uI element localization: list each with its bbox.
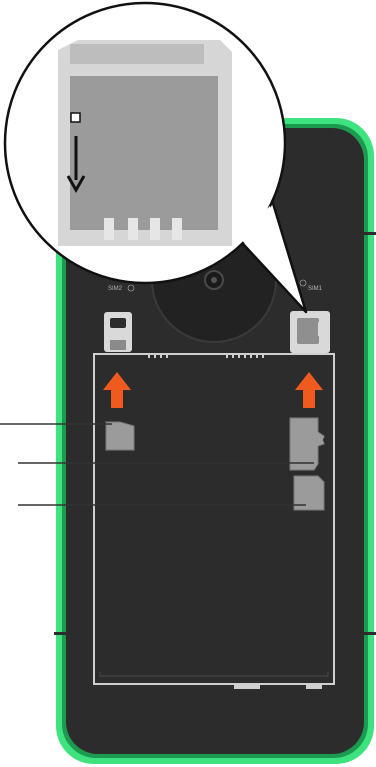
sim1-slot-marker	[299, 279, 307, 287]
lock-square-icon	[70, 112, 81, 123]
camera-lens-center	[211, 277, 217, 283]
sim1-slot-card	[297, 318, 319, 344]
sim1-slot-label: SIM1	[308, 286, 323, 292]
microsd-card-icon	[289, 417, 325, 471]
callout-leaders	[0, 423, 314, 506]
microsd-card-notch	[323, 437, 329, 443]
arrow-up-icon	[103, 372, 131, 408]
battery-compartment	[93, 353, 335, 689]
battery-latch-right	[306, 684, 322, 689]
zoomed-contacts	[104, 218, 182, 240]
sim1-slot-notch	[318, 322, 326, 336]
sim1-slot	[290, 311, 330, 353]
side-button-right-bottom	[362, 632, 376, 635]
battery-latch-left	[234, 684, 260, 689]
zoomed-slot-mouth	[70, 44, 204, 64]
sim2-slot	[104, 312, 132, 352]
battery-outline	[93, 353, 335, 685]
compartment-inner-ledge	[99, 672, 329, 677]
battery-contacts	[148, 355, 264, 358]
arrow-down-icon-head	[66, 175, 86, 194]
side-button-right-top	[364, 232, 376, 235]
sim2-slot-opening	[110, 318, 126, 328]
arrow-up-icon	[295, 372, 323, 408]
sim2-slot-label: SIM2	[108, 286, 123, 292]
side-button-left-bottom	[54, 632, 68, 635]
nano-sim-card	[105, 421, 135, 451]
sim2-slot-pins	[110, 340, 126, 350]
sim2-slot-marker	[127, 284, 135, 292]
zoomed-slot-interior	[70, 76, 218, 230]
magnifier-callout	[3, 1, 308, 314]
